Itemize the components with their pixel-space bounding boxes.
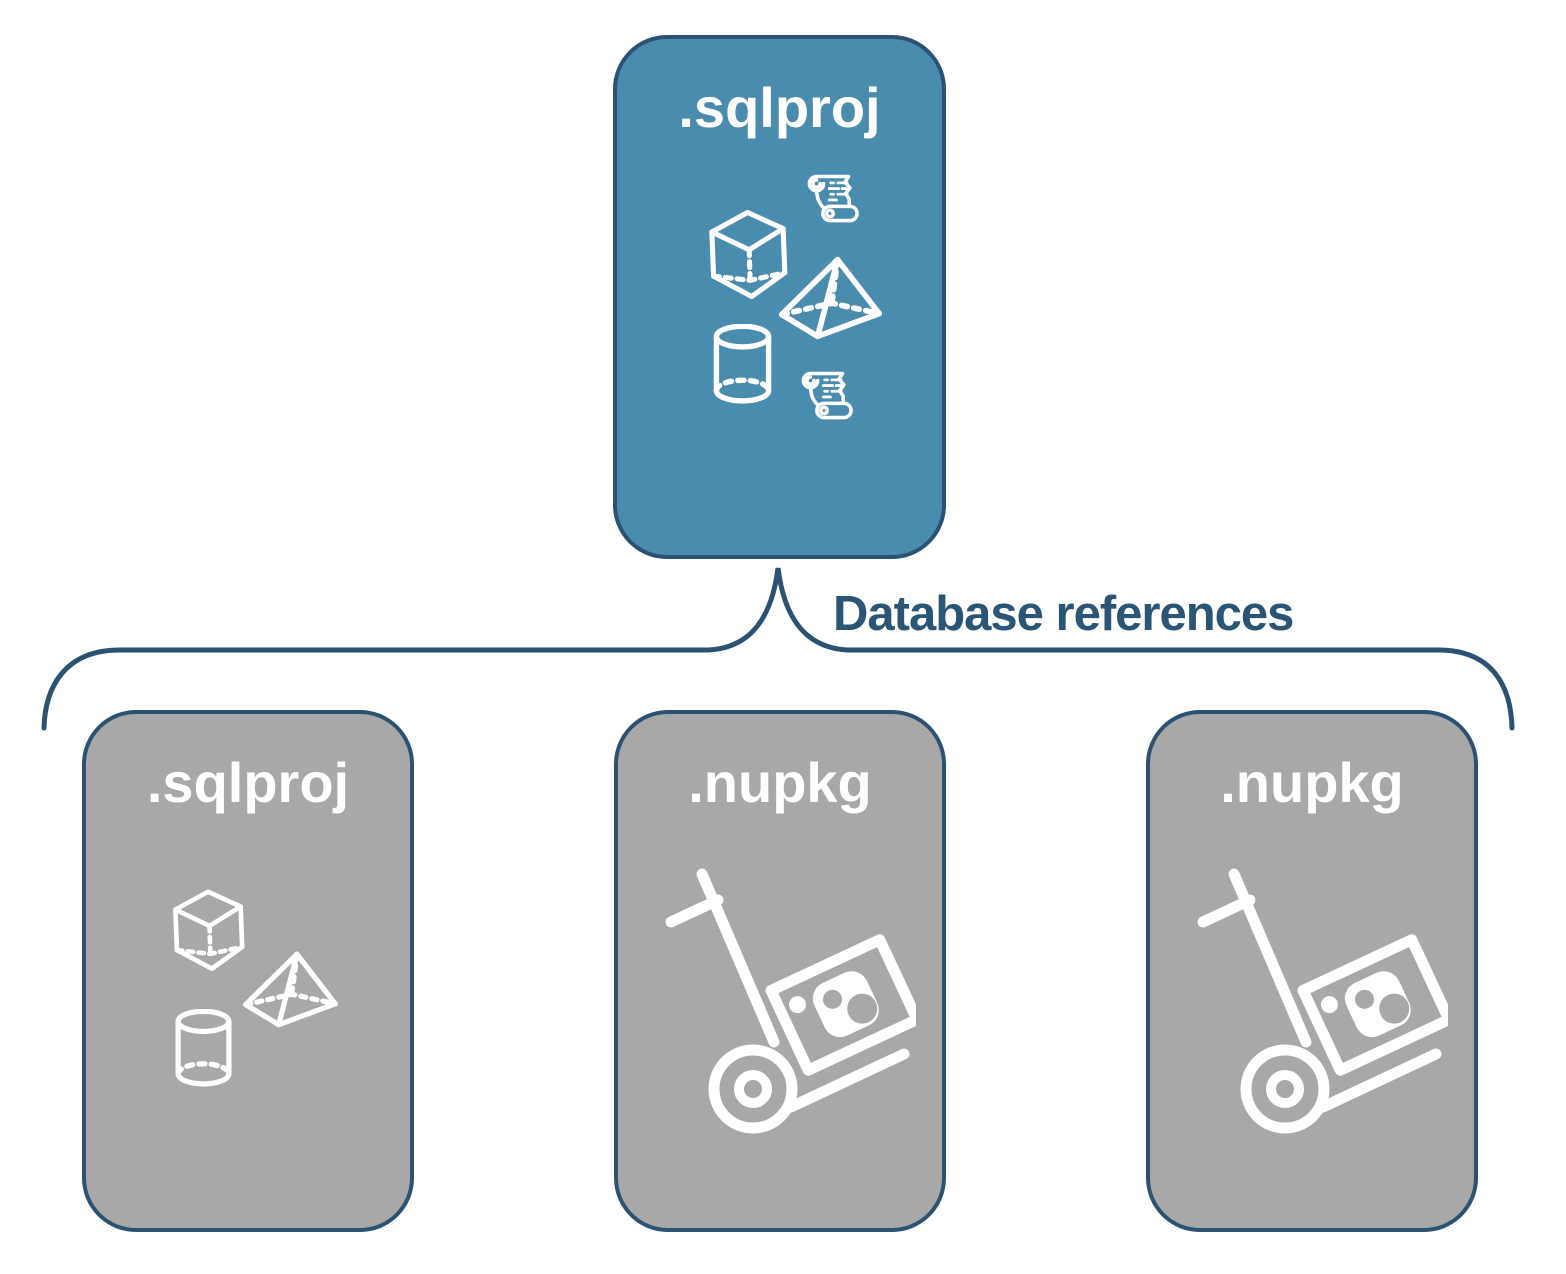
- child-card-sqlproj: .sqlproj: [82, 710, 414, 1232]
- child-card-nupkg-2: .nupkg: [1146, 710, 1478, 1232]
- nupkg-icon-cluster: [1188, 864, 1448, 1159]
- pyramid-icon: [246, 954, 336, 1024]
- sqlproj-icon-cluster: [169, 884, 341, 1096]
- child-card-label: .sqlproj: [146, 751, 350, 814]
- root-icon-cluster: [698, 174, 883, 420]
- child-card-nupkg-1: .nupkg: [614, 710, 946, 1232]
- root-card-label: .sqlproj: [678, 76, 881, 139]
- nuget-package-dolly-icon: [671, 874, 916, 1128]
- connector-label: Database references: [833, 587, 1294, 641]
- scroll-icon: [807, 174, 859, 223]
- cylinder-icon: [716, 326, 768, 401]
- nuget-package-dolly-icon: [1203, 874, 1448, 1128]
- scroll-icon: [801, 371, 853, 420]
- pyramid-icon: [782, 260, 879, 337]
- child-card-label: .nupkg: [1220, 751, 1404, 814]
- cube-icon: [175, 892, 242, 969]
- cylinder-icon: [178, 1011, 229, 1084]
- cube-icon: [712, 212, 785, 296]
- nupkg-icon-cluster: [656, 864, 916, 1159]
- root-card-sqlproj: .sqlproj: [613, 35, 946, 559]
- child-card-label: .nupkg: [688, 751, 872, 814]
